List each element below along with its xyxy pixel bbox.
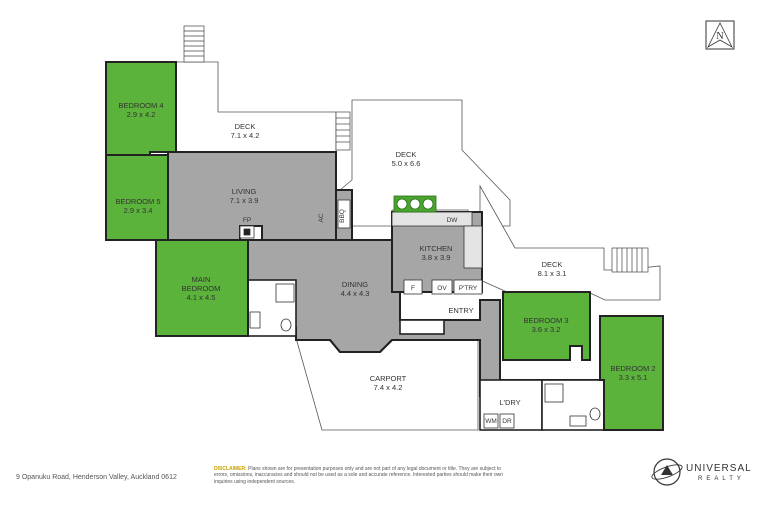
bedroom4-name: BEDROOM 4 [118,101,163,110]
stairs-right [611,247,649,273]
main-bedroom-name2: BEDROOM [182,284,221,293]
main-bedroom-name1: MAIN [192,275,211,284]
bedroom2-name: BEDROOM 2 [610,364,655,373]
entry-closet [399,319,445,335]
compass-label: N [716,31,723,42]
kitchen-bench-top [391,211,473,227]
brand-name: UNIVERSAL [686,463,752,474]
oven-label: OV [437,285,447,292]
planter-3 [422,198,434,210]
carport-dims: 7.4 x 4.2 [374,383,403,392]
bbq-unit [337,199,351,229]
dr-label: DR [502,418,512,425]
bedroom4-dims: 2.9 x 4.2 [127,110,156,119]
brand-globe-icon [651,458,683,486]
bay-window [329,339,393,353]
oven-box [431,279,453,295]
bedroom-2-area [599,315,664,431]
fp-label: FP [243,217,251,224]
dining-dims: 4.4 x 4.3 [341,289,370,298]
stairs-top-treads [184,30,204,57]
planter-1 [396,198,408,210]
brand-logo: UNIVERSAL REALTY [650,455,752,491]
bedroom2-dims: 3.3 x 5.1 [619,373,648,382]
stairs-deck-mid-treads [336,117,350,143]
disclaimer: DISCLAIMER: Plans shown are for presenta… [214,466,504,485]
property-address: 9 Opanuku Road, Henderson Valley, Auckla… [16,474,177,481]
toilet-main [280,318,292,332]
ac-label: AC [318,213,325,222]
bedroom5-name: BEDROOM 5 [115,197,160,206]
fireplace-core [243,228,251,236]
deck-mid-dims: 5.0 x 6.6 [392,159,421,168]
kitchen-bench-right [463,225,483,269]
vanity-main [249,311,261,329]
compass-icon: N [705,20,735,50]
stairs-deck-mid [335,111,351,151]
dining-name: DINING [342,280,368,289]
main-bedroom-area [155,239,249,337]
main-bedroom-dims: 4.1 x 4.5 [187,293,216,302]
pantry-box [453,279,483,295]
kitchen-name: KITCHEN [420,244,453,253]
deck-top-name: DECK [235,122,256,131]
deck-mid-name: DECK [396,150,417,159]
vanity-2 [569,415,587,427]
fridge-box [403,279,423,295]
stairs-top [183,25,205,63]
pantry-label: P'TRY [459,285,478,292]
deck-top-dims: 7.1 x 4.2 [231,131,260,140]
bedroom3-name: BEDROOM 3 [523,316,568,325]
laundry-name: L'DRY [499,398,520,407]
dryer [499,413,515,429]
wm-label: WM [485,418,497,425]
bedroom5-dims: 2.9 x 3.4 [124,206,153,215]
toilet-2 [589,407,601,421]
deck-right-name: DECK [542,260,563,269]
stairs-right-treads [616,248,643,272]
bedroom-3-area [502,291,591,361]
carport-name: CARPORT [370,374,407,383]
disclaimer-text: Plans shown are for presentation purpose… [214,466,504,485]
brand-subtitle: REALTY [698,476,745,482]
bbq-label: BBQ [339,209,346,223]
living-dims: 7.1 x 3.9 [230,196,259,205]
shower-main [275,283,295,303]
fridge-label: F [411,285,415,292]
disclaimer-heading: DISCLAIMER: [214,466,247,472]
washing-machine [483,413,499,429]
shower-2 [544,383,564,403]
entry-name: ENTRY [448,306,473,315]
living-name: LIVING [232,187,257,196]
bedroom3-dims: 3.6 x 3.2 [532,325,561,334]
dw-label: DW [447,217,459,224]
deck-right-dims: 8.1 x 3.1 [538,269,567,278]
planter-2 [409,198,421,210]
kitchen-dims: 3.8 x 3.9 [422,253,451,262]
